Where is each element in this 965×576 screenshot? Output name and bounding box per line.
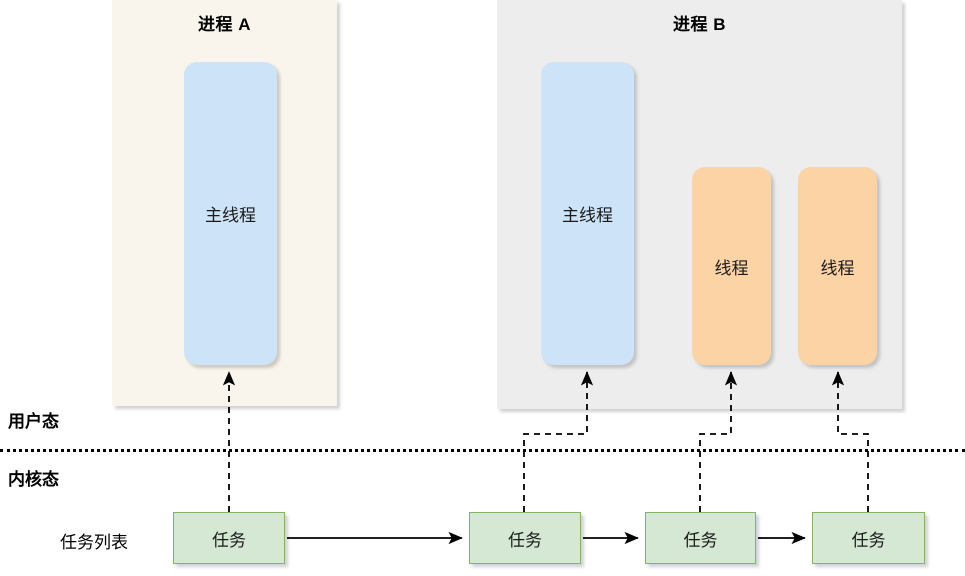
- thread-label: 线程: [714, 258, 749, 278]
- process-b-worker-thread-1: 线程: [692, 167, 771, 365]
- task-label: 任务: [212, 530, 246, 550]
- process-b-worker-thread-2: 线程: [798, 167, 877, 365]
- process-b-main-thread: 主线程: [541, 62, 634, 365]
- task-label: 任务: [683, 530, 718, 550]
- task-node-1: 任务: [173, 512, 285, 564]
- user-kernel-boundary-line: [0, 449, 965, 452]
- task-node-2: 任务: [469, 512, 581, 564]
- task-node-4: 任务: [812, 512, 925, 564]
- process-b-title: 进程 B: [673, 15, 726, 34]
- thread-label: 主线程: [562, 206, 613, 225]
- task-node-3: 任务: [645, 512, 756, 564]
- task-label: 任务: [851, 530, 886, 550]
- thread-label: 主线程: [205, 206, 256, 225]
- thread-label: 线程: [820, 258, 855, 278]
- kernel-mode-label: 内核态: [8, 470, 59, 489]
- process-a-main-thread: 主线程: [184, 62, 277, 365]
- process-a-title: 进程 A: [198, 15, 251, 34]
- task-list-label: 任务列表: [60, 533, 128, 552]
- user-mode-label: 用户态: [8, 412, 59, 431]
- task-label: 任务: [508, 530, 542, 550]
